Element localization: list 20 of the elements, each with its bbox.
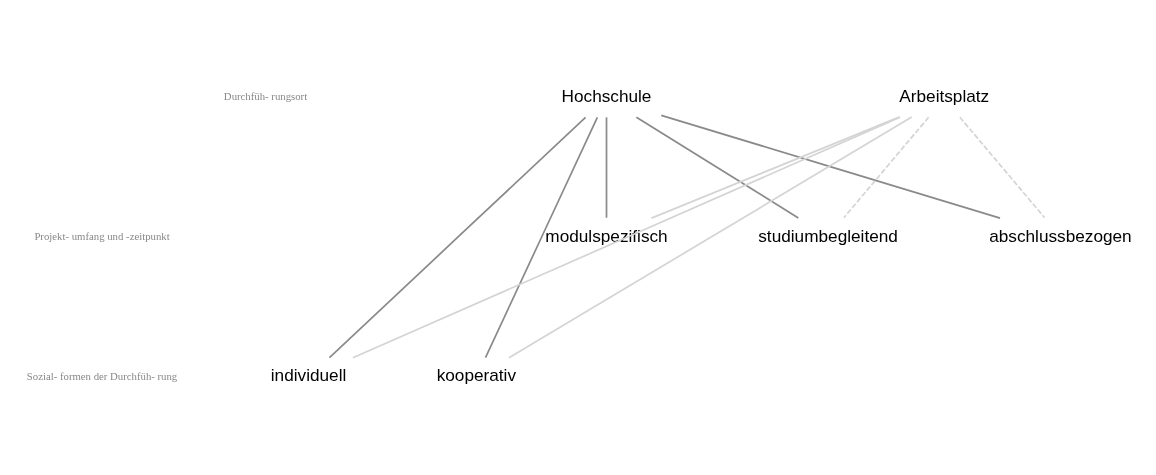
label: Sozial- formen der Durchfüh- rung [26, 370, 178, 383]
node-text: individuell [270, 365, 347, 386]
node-text: modulspezifisch [545, 225, 668, 246]
node-text: studiumbegleitend [758, 225, 898, 246]
connector [650, 116, 900, 219]
connector [843, 116, 930, 219]
connector [484, 116, 599, 359]
node-text: Arbeitsplatz [899, 85, 990, 106]
label: Durchfüh- rungsort [223, 90, 308, 103]
label: Projekt- umfang und -zeitpunkt [34, 230, 170, 243]
connector [352, 116, 901, 359]
node-text: abschlussbezogen [989, 225, 1132, 246]
connector [508, 116, 913, 359]
node-text: kooperativ [436, 365, 517, 386]
connector [959, 116, 1046, 219]
connector [660, 114, 1001, 219]
connector [328, 116, 587, 359]
node-text: Hochschule [561, 85, 652, 106]
connector [605, 116, 608, 219]
connector [635, 116, 800, 219]
